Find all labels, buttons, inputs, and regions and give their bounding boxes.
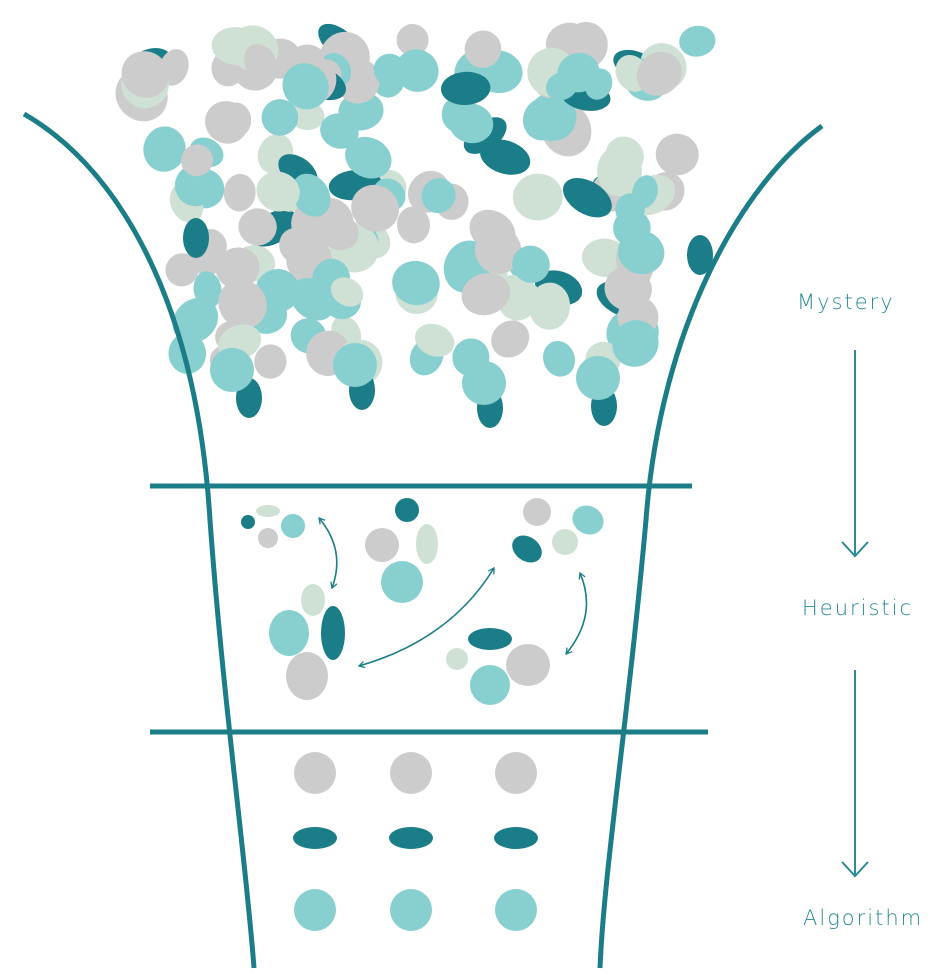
algorithm-blob bbox=[293, 827, 337, 849]
mystery-blob bbox=[511, 172, 564, 222]
stage-label-heuristic: Heuristic bbox=[802, 596, 913, 620]
algorithm-blob bbox=[390, 752, 432, 794]
mystery-blob bbox=[140, 123, 189, 175]
heuristic-blob bbox=[416, 524, 438, 564]
double-arrow-right bbox=[566, 573, 586, 654]
heuristic-blob bbox=[286, 652, 328, 700]
heuristic-arrows bbox=[319, 518, 586, 666]
heuristic-blob bbox=[301, 584, 325, 616]
heuristic-blob bbox=[258, 528, 278, 548]
stage-label-algorithm: Algorithm bbox=[803, 906, 923, 930]
heuristic-blob bbox=[470, 665, 510, 705]
heuristic-blob bbox=[381, 561, 423, 603]
heuristic-blob bbox=[365, 528, 399, 562]
mystery-blob bbox=[538, 336, 580, 381]
mystery-blob bbox=[462, 361, 506, 405]
mystery-blob bbox=[210, 348, 254, 392]
mystery-blob bbox=[484, 313, 537, 365]
mystery-blob bbox=[576, 356, 620, 400]
heuristic-blob bbox=[321, 606, 345, 660]
algorithm-blob bbox=[495, 752, 537, 794]
double-arrow-top-left bbox=[319, 518, 337, 588]
algorithm-blob bbox=[495, 889, 537, 931]
mystery-blob bbox=[677, 23, 718, 59]
arrow-down-icon bbox=[842, 670, 868, 876]
mystery-blob bbox=[653, 131, 702, 179]
heuristic-blob bbox=[523, 498, 551, 526]
stage-label-mystery: Mystery bbox=[797, 290, 895, 314]
heuristic-blob bbox=[468, 628, 512, 650]
heuristic-blob bbox=[256, 505, 280, 517]
algorithm-blob bbox=[294, 889, 336, 931]
heuristic-blob bbox=[552, 529, 578, 555]
algorithm-blob bbox=[494, 827, 538, 849]
heuristic-blob bbox=[241, 515, 255, 529]
algorithm-blob bbox=[294, 752, 336, 794]
heuristic-blob bbox=[269, 610, 309, 656]
double-arrow-diagonal bbox=[359, 568, 494, 666]
algorithm-grid bbox=[293, 752, 538, 931]
mystery-blob bbox=[183, 218, 209, 258]
heuristic-blob bbox=[507, 530, 547, 568]
mystery-blob bbox=[253, 343, 288, 380]
mystery-blob bbox=[223, 173, 257, 213]
mystery-blob bbox=[333, 343, 377, 387]
stage-legend: Mystery Heuristic Algorithm bbox=[797, 290, 923, 930]
arrow-down-icon bbox=[842, 350, 868, 556]
heuristic-blob bbox=[395, 498, 419, 522]
heuristic-blob bbox=[506, 644, 550, 686]
heuristic-blob bbox=[281, 514, 305, 538]
heuristic-clusters bbox=[241, 498, 609, 705]
heuristic-blob bbox=[446, 648, 468, 670]
mystery-blob-cloud bbox=[105, 16, 718, 428]
algorithm-blob bbox=[390, 889, 432, 931]
algorithm-blob bbox=[389, 827, 433, 849]
